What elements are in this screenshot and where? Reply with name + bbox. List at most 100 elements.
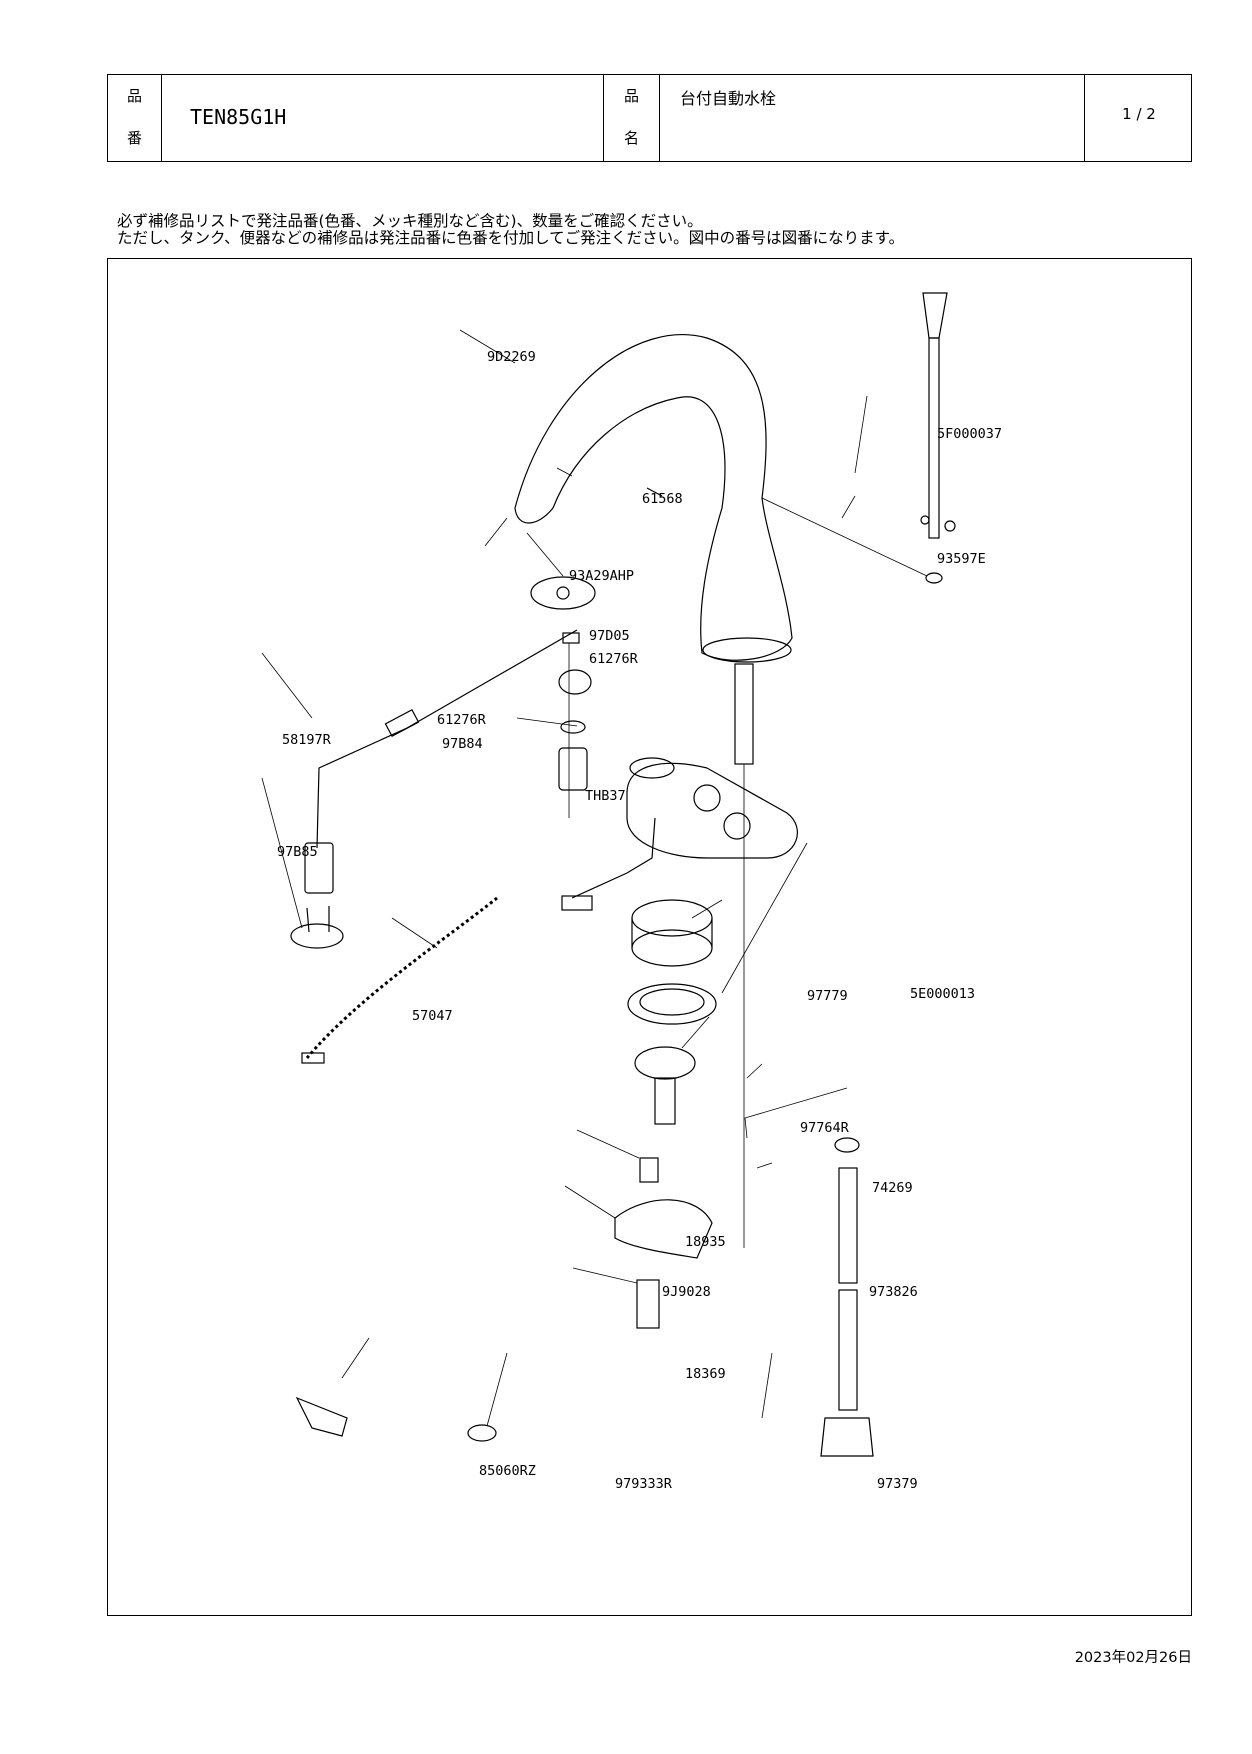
holder-pin-1 — [306, 907, 310, 933]
leader-pipe — [756, 1162, 773, 1169]
leader-fixing-plate — [564, 1185, 616, 1219]
washer-part — [560, 720, 586, 734]
leader-washer — [516, 717, 578, 727]
part-number-label-cell: 品 番 — [108, 75, 162, 161]
label-switch-base: 5E000013 — [910, 986, 975, 1002]
threaded-stem — [734, 663, 754, 765]
valve-body — [558, 669, 592, 695]
rod-screw — [920, 515, 930, 525]
issue-date: 2023年02月26日 — [1074, 1650, 1192, 1666]
label-rod: 5F000037 — [937, 426, 1002, 442]
pipe-guide — [744, 1087, 848, 1139]
leader-plate — [484, 517, 508, 547]
instructions: 必ず補修品リストで発注品番(色番、メッキ種別など含む)、数量をご確認ください。 … — [117, 213, 904, 247]
cable-connector — [384, 708, 420, 738]
leader-key — [341, 1337, 370, 1379]
leader-packing — [486, 1352, 508, 1427]
sensor-cable-path — [316, 629, 578, 849]
clamp-ring — [834, 1137, 860, 1153]
label-screw: 61568 — [642, 491, 683, 507]
switch-connector — [561, 895, 593, 911]
label-hose-nut: 97379 — [877, 1476, 918, 1492]
switch-base-plate — [626, 762, 798, 859]
rod-knob — [922, 292, 948, 339]
leader-spacer-bottom — [572, 1267, 638, 1284]
chain-hook — [301, 1052, 325, 1064]
switch-base-hole — [629, 757, 675, 779]
label-sensor-cable: 58197R — [282, 732, 332, 748]
plate-guide — [526, 532, 564, 577]
rod-nut — [944, 520, 956, 532]
label-nut: 93597E — [937, 551, 986, 567]
leader-gasket — [691, 899, 723, 919]
label-clip: 97D05 — [589, 628, 630, 644]
part-number-cell: TEN85G1H — [162, 75, 604, 161]
sensor-button-2 — [723, 812, 751, 840]
washer-sleeve — [558, 747, 588, 791]
label-clamp: 74269 — [872, 1180, 913, 1196]
fixing-plate — [614, 1199, 713, 1259]
product-name: 台付自動水栓 — [680, 89, 777, 108]
instruction-line-2: ただし、タンク、便器などの補修品は発注品番に色番を付加してご発注ください。図中の… — [117, 229, 905, 247]
label-chain: 57047 — [412, 1008, 453, 1024]
packing-ring — [467, 1424, 497, 1442]
label-spacer-top: 18935 — [685, 1234, 726, 1250]
label-fixing-plate: 9J9028 — [662, 1284, 711, 1300]
leader-switch-base — [721, 842, 808, 994]
ball-chain — [305, 896, 498, 1059]
mount-plate — [530, 576, 596, 610]
product-name-cell: 台付自動水栓 — [660, 75, 1085, 161]
clip-part — [562, 632, 580, 644]
spout-body — [514, 334, 793, 661]
spacer-bottom — [636, 1279, 660, 1329]
stopper-stem — [654, 1077, 676, 1125]
hose-nut — [820, 1417, 874, 1457]
part-number-label-bottom: 番 — [126, 129, 142, 147]
label-valve: 97B84 — [442, 736, 483, 752]
leader-clamp — [746, 1063, 763, 1079]
label-spout: 9D2269 — [487, 349, 536, 365]
product-name-label-top: 品 — [623, 87, 639, 105]
page-number: 1 / 2 — [1122, 105, 1156, 123]
leader-spacer-top — [576, 1129, 640, 1159]
lock-ring-inner — [639, 988, 705, 1016]
drawing-frame — [107, 258, 1192, 1616]
label-key: 85060RZ — [479, 1463, 536, 1479]
mount-plate-hole — [556, 586, 570, 600]
leader-base-holder — [261, 777, 303, 929]
rod-shaft — [928, 337, 940, 539]
label-packing: 979333R — [615, 1476, 673, 1492]
pipe-upper — [838, 1167, 858, 1284]
rod-washer — [925, 572, 943, 584]
small-screw — [646, 487, 663, 497]
label-washer: THB37 — [585, 788, 626, 804]
leader-nut — [841, 495, 856, 519]
label-base-holder: 97B85 — [277, 844, 318, 860]
leader-screw — [556, 467, 573, 477]
part-number: TEN85G1H — [190, 105, 287, 129]
label-stopper: 97764R — [800, 1120, 850, 1136]
rod-guide-line — [761, 497, 928, 577]
label-screw-b: 61276R — [437, 712, 487, 728]
product-name-label-cell: 品 名 — [604, 75, 660, 161]
product-name-label-bottom: 名 — [623, 129, 639, 147]
part-number-label-top: 品 — [126, 87, 142, 105]
label-screw-a: 61276R — [589, 651, 639, 667]
cable-sleeve — [304, 842, 334, 894]
spacer-top — [639, 1157, 659, 1183]
lock-ring — [627, 983, 717, 1025]
switch-cable — [571, 817, 656, 899]
leader-cable — [261, 652, 313, 719]
spout-base — [702, 637, 792, 663]
page-cell: 1 / 2 — [1085, 75, 1193, 161]
base-holder — [290, 923, 344, 949]
stopper-head — [634, 1046, 696, 1080]
instruction-line-1: 必ず補修品リストで発注品番(色番、メッキ種別など含む)、数量をご確認ください。 — [117, 212, 703, 230]
label-spacer-bottom: 18369 — [685, 1366, 726, 1382]
title-block: 品 番 TEN85G1H 品 名 台付自動水栓 1 / 2 — [107, 74, 1192, 162]
sensor-button-1 — [693, 784, 721, 812]
exploded-parts-diagram: 9D2269 61568 5F000037 93597E 93A29AHP 97… — [261, 292, 1002, 1492]
key-body — [295, 1396, 348, 1437]
label-gasket: 97779 — [807, 988, 848, 1004]
leader-stopper — [681, 1016, 710, 1049]
